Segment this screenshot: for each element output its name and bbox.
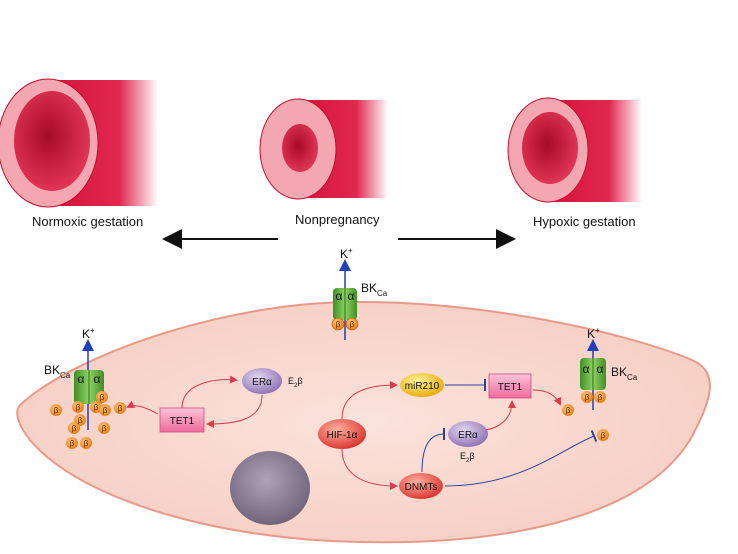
alpha-top-right: α	[348, 289, 355, 303]
er-alpha-right-shape	[448, 421, 488, 447]
bkca-label-top: BKCa	[361, 281, 388, 298]
alpha-left-a: α	[78, 372, 85, 386]
arrow-tet1-to-beta	[126, 400, 159, 415]
bk-channel-top	[331, 259, 359, 340]
mir210-label: miR210	[405, 381, 440, 392]
arrow-hif-to-mir210	[341, 381, 398, 420]
dnmts-shape	[399, 473, 443, 499]
tet1-right-label: TET1	[498, 382, 523, 393]
hif1a-shape	[318, 419, 366, 449]
beta-label: β	[84, 439, 89, 448]
smooth-muscle-cell	[16, 300, 711, 544]
tet1-left-box	[159, 407, 205, 433]
k-ion-right: K+	[587, 326, 600, 341]
beta-label: β	[118, 404, 123, 413]
beta-label: β	[94, 403, 99, 412]
er-alpha-left-label: ERα	[252, 377, 272, 388]
beta-label: β	[336, 320, 341, 329]
beta-label: β	[601, 431, 606, 440]
beta-label: β	[70, 439, 75, 448]
hypoxic-label: Hypoxic gestation	[533, 214, 636, 229]
vessel-nonpregnancy	[259, 98, 388, 200]
vessel-normoxic	[0, 78, 158, 208]
nucleus	[230, 451, 310, 525]
hif1a-label: HIF-1α	[327, 430, 358, 441]
alpha-right-b: α	[597, 362, 604, 376]
er-alpha-left-shape	[242, 368, 282, 394]
beta-label: β	[54, 406, 59, 415]
bkca-label-left: BKCa	[44, 363, 71, 380]
beta-label: β	[598, 393, 603, 402]
beta-label: β	[566, 406, 571, 415]
beta-target-right	[597, 429, 609, 441]
arrow-tet1-to-beta-right	[532, 389, 561, 406]
inhibit-dnmts-beta	[444, 430, 598, 487]
k-ion-top: K+	[340, 246, 353, 261]
alpha-left-b: α	[94, 372, 101, 386]
beta-label: β	[103, 406, 108, 415]
beta-label: β	[102, 424, 107, 433]
dnmts-label: DNMTs	[405, 482, 438, 493]
arrow-er-to-tet1-right	[485, 400, 516, 431]
arrow-tet1-to-er	[181, 375, 238, 409]
arrow-hif-to-dnmts	[341, 448, 398, 490]
k-ion-left: K+	[82, 326, 95, 341]
beta-free-right	[562, 404, 574, 416]
beta-label: β	[78, 416, 83, 425]
e2beta-left: E2β	[288, 376, 303, 389]
beta-label: β	[100, 393, 105, 402]
mir210-shape	[400, 373, 444, 397]
beta-label: β	[585, 393, 590, 402]
tet1-left-label: TET1	[170, 416, 195, 427]
beta-subunits-left	[50, 391, 126, 449]
normoxic-label: Normoxic gestation	[32, 214, 144, 229]
e2beta-right: E2β	[460, 451, 475, 464]
bkca-label-right: BKCa	[611, 365, 638, 382]
bk-channel-right	[580, 339, 606, 410]
beta-label: β	[72, 424, 77, 433]
beta-label: β	[350, 320, 355, 329]
arrow-er-to-tet1	[206, 394, 263, 428]
alpha-right-a: α	[583, 362, 590, 376]
nonpregnancy-label: Nonpregnancy	[295, 212, 380, 227]
inhibit-dnmts-er	[421, 427, 446, 473]
er-alpha-right-label: ERα	[458, 430, 478, 441]
beta-label: β	[76, 403, 81, 412]
tet1-right-box	[488, 373, 532, 399]
vessel-hypoxic	[507, 97, 642, 203]
alpha-top-left: α	[336, 289, 343, 303]
